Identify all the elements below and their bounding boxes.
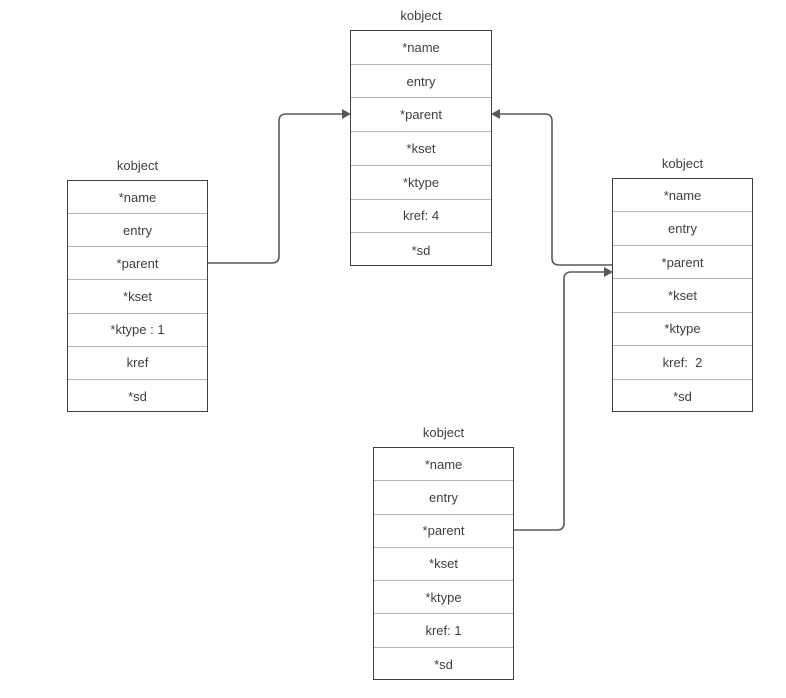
struct-field-top-6: *sd bbox=[411, 242, 431, 258]
struct-title-left: kobject bbox=[116, 158, 159, 173]
connector-right-parent-to-top bbox=[500, 113, 612, 266]
connector-bottom-parent-to-right bbox=[514, 271, 604, 531]
struct-field-right-2: *parent bbox=[613, 246, 752, 280]
struct-field-bottom-4: *ktype bbox=[374, 581, 513, 615]
arrowhead-arrow-into-top-right-side bbox=[491, 109, 500, 119]
struct-field-left-3: *kset bbox=[68, 280, 207, 314]
struct-field-right-1: entry bbox=[613, 212, 752, 246]
struct-field-right-5: kref: 2 bbox=[613, 346, 752, 380]
struct-field-bottom-6: *sd bbox=[434, 656, 453, 672]
struct-field-left-1: entry bbox=[68, 214, 207, 248]
struct-field-top-1: entry bbox=[351, 65, 491, 99]
struct-title-top: kobject bbox=[400, 8, 442, 23]
struct-field-top-3: *kset bbox=[351, 132, 491, 166]
struct-field-bottom-0: *name bbox=[374, 448, 513, 482]
connector-left-parent-to-top bbox=[208, 113, 342, 264]
struct-field-left-0: *name bbox=[68, 181, 207, 215]
struct-field-left-2: *parent bbox=[68, 247, 207, 281]
struct-field-top-2: *parent bbox=[351, 98, 491, 133]
struct-field-bottom-1: entry bbox=[374, 481, 513, 515]
struct-title-right: kobject bbox=[661, 156, 704, 171]
struct-field-right-0: *name bbox=[613, 179, 752, 213]
struct-title-bottom: kobject bbox=[422, 425, 465, 440]
struct-field-left-6: *sd bbox=[128, 388, 147, 404]
struct-field-top-4: *ktype bbox=[351, 166, 491, 200]
struct-field-left-4: *ktype : 1 bbox=[68, 314, 207, 347]
struct-field-bottom-3: *kset bbox=[374, 548, 513, 582]
struct-field-right-4: *ktype bbox=[613, 313, 752, 347]
struct-field-top-5: kref: 4 bbox=[351, 200, 491, 234]
struct-field-bottom-5: kref: 1 bbox=[374, 614, 513, 648]
struct-field-left-5: kref bbox=[68, 347, 207, 380]
struct-field-right-3: *kset bbox=[613, 279, 752, 313]
struct-field-right-6: *sd bbox=[673, 388, 692, 404]
struct-field-bottom-2: *parent bbox=[374, 515, 513, 548]
struct-field-top-0: *name bbox=[351, 31, 491, 65]
